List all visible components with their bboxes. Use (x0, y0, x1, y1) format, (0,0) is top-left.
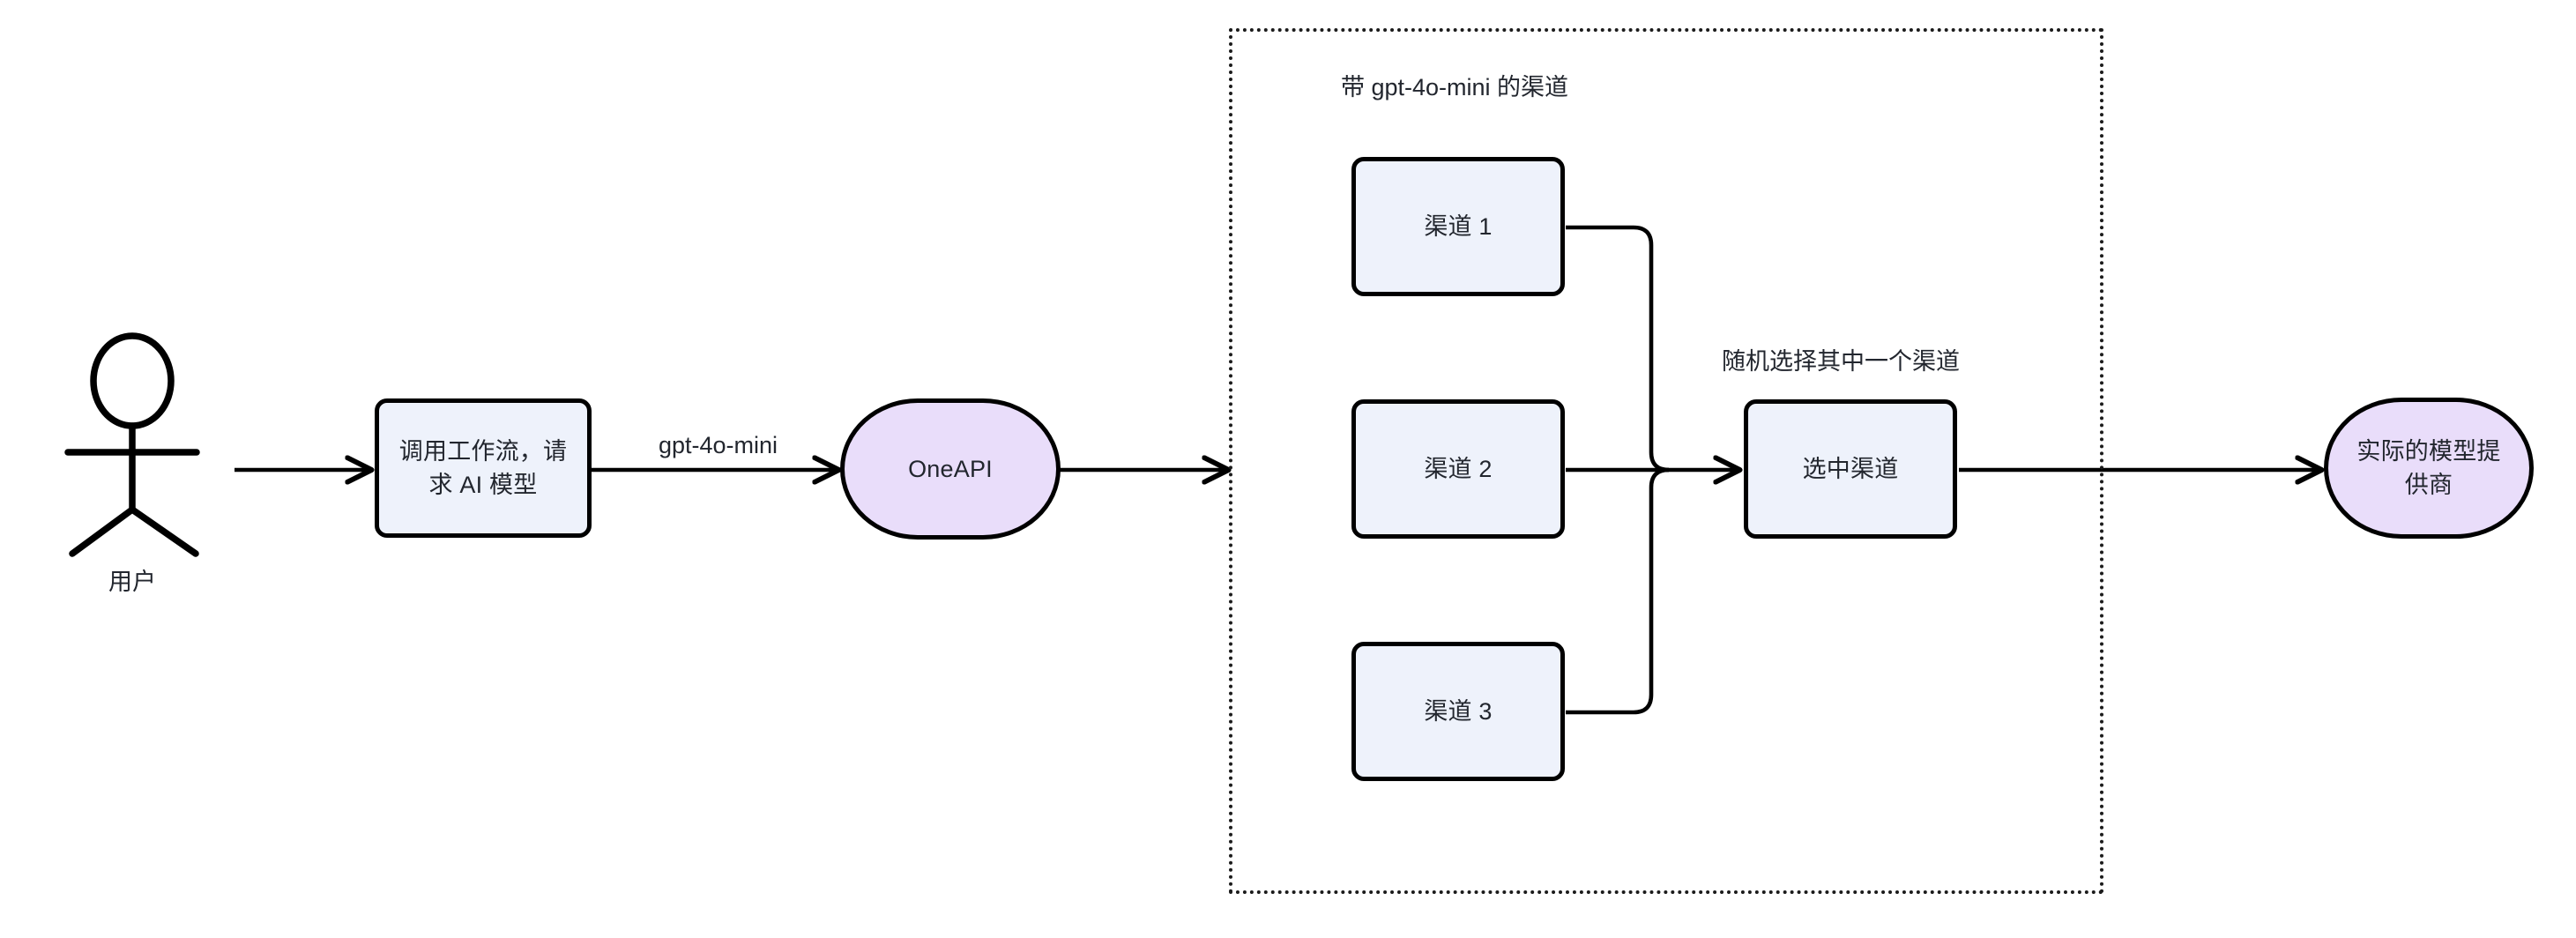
node-channel-2[interactable]: 渠道 2 (1351, 399, 1565, 539)
edge-label-random-pick: 随机选择其中一个渠道 (1722, 348, 1960, 375)
actor-left-leg-icon (69, 506, 136, 557)
actor-head-icon (90, 332, 175, 429)
edge-label-model-name: gpt-4o-mini (659, 432, 778, 458)
node-selected-channel[interactable]: 选中渠道 (1744, 399, 1957, 539)
node-workflow-call-label: 调用工作流，请求 AI 模型 (398, 437, 568, 498)
node-provider-label: 实际的模型提供商 (2356, 437, 2501, 498)
node-channel-2-label: 渠道 2 (1424, 455, 1493, 482)
node-oneapi-label: OneAPI (908, 455, 993, 482)
node-channel-1[interactable]: 渠道 1 (1351, 157, 1565, 296)
node-provider[interactable]: 实际的模型提供商 (2324, 398, 2534, 539)
stick-figure-icon (64, 332, 200, 557)
node-channel-3[interactable]: 渠道 3 (1351, 642, 1565, 781)
group-container-channels (1229, 28, 2103, 894)
node-selected-channel-label: 选中渠道 (1802, 455, 1899, 482)
actor-right-leg-icon (129, 506, 199, 557)
group-container-title: 带 gpt-4o-mini 的渠道 (1341, 74, 1569, 100)
node-workflow-call[interactable]: 调用工作流，请求 AI 模型 (375, 398, 592, 538)
node-oneapi[interactable]: OneAPI (840, 398, 1061, 540)
actor-label: 用户 (108, 569, 156, 595)
node-channel-3-label: 渠道 3 (1424, 697, 1493, 725)
node-channel-1-label: 渠道 1 (1424, 212, 1493, 240)
